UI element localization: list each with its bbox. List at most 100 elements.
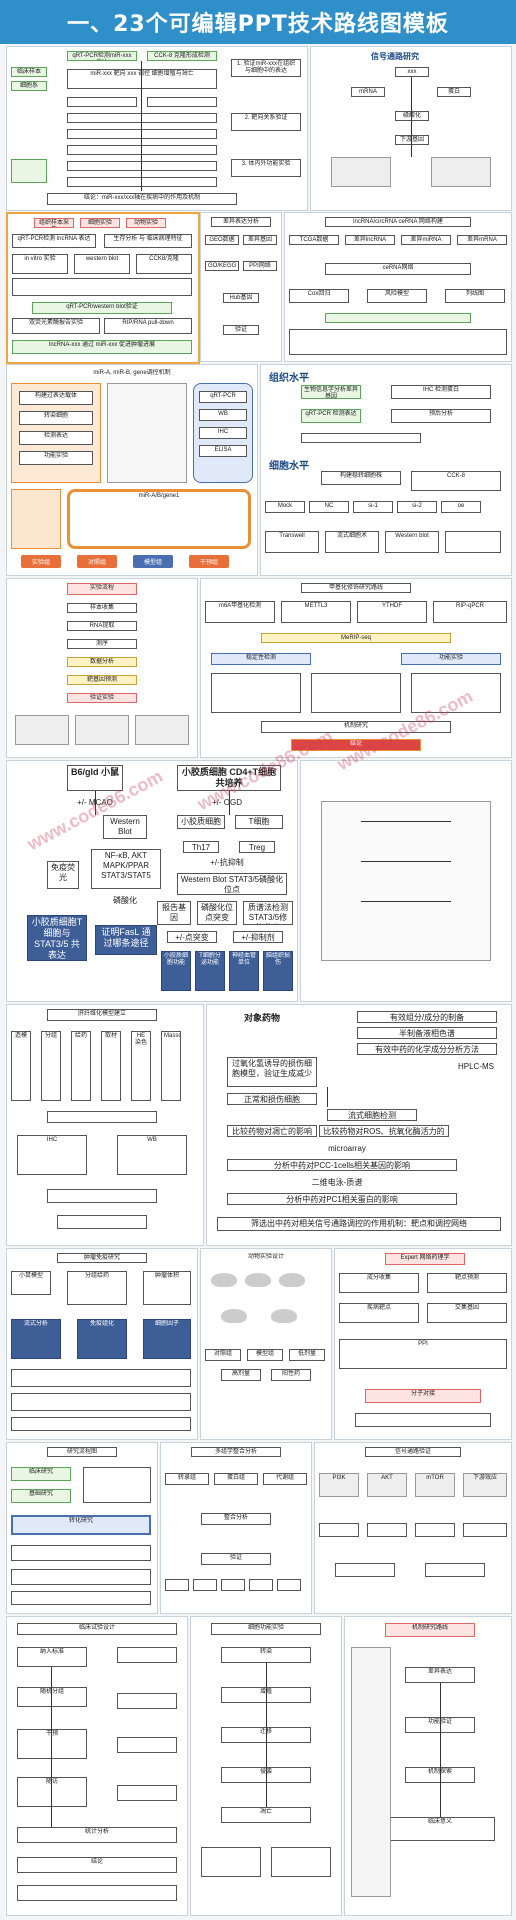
p14-group-1: 模型组: [247, 1349, 283, 1361]
p5-node-1: 差异lncRNA: [345, 235, 395, 245]
template-panel-17[interactable]: 多组学整合分析 转录组 蛋白组 代谢组 整合分析 验证: [160, 1442, 312, 1614]
p1-tag2: 细胞系: [11, 81, 47, 91]
p12-m4: 比较药物对凋亡的影响: [227, 1125, 317, 1137]
template-panel-12[interactable]: 对象药物 有效组分/成分的制备 半制备液相色谱 有效中药的化学成分分析方法 过氧…: [206, 1004, 512, 1246]
p1-note3: 3. 体内外功能实验: [231, 159, 301, 177]
p10-pathway: NF-κB, AKT MAPK/PPAR STAT3/STAT5: [91, 849, 161, 889]
p7-group-1: NC: [309, 501, 349, 513]
template-panel-10b[interactable]: [300, 760, 512, 1002]
template-panel-18[interactable]: 信号通路验证 PI3K AKT mTOR 下游效应: [314, 1442, 512, 1614]
p6-right-2: IHC: [199, 427, 247, 439]
p8-node-3: 数据分析: [67, 657, 137, 667]
p10b-block: [321, 801, 491, 961]
p17-grid-e: [277, 1579, 301, 1591]
p20-footer-a: [201, 1847, 261, 1877]
p1-flow-e: [67, 145, 217, 155]
p8-node-1: RNA提取: [67, 621, 137, 631]
p18-row-b: [367, 1523, 407, 1537]
p10-site: 磷酸化位点突变: [197, 901, 237, 925]
p15-node-0: 成分收集: [339, 1273, 419, 1293]
p17-node-0: 转录组: [165, 1473, 209, 1485]
mouse-icon: [271, 1309, 297, 1323]
p14-group-0: 对照组: [205, 1349, 241, 1361]
p16-node-0: 临床研究: [11, 1467, 71, 1481]
template-panel-7[interactable]: 组织水平 生物信息学分析差异基因 qRT-PCR 检测表达 IHC 检测蛋白 预…: [260, 364, 512, 576]
p11-title: 肝纤维化模型建立: [47, 1009, 157, 1021]
p10-th17: Th17: [183, 841, 219, 853]
template-panel-6[interactable]: miR-A, miR-B, gene调控机制 构建过表达载体 转染细胞 检测表达…: [6, 364, 258, 576]
mouse-icon: [211, 1273, 237, 1287]
template-panel-19[interactable]: 临床试验设计 纳入标准 随机分组 干预 随访 统计分析 结论: [6, 1616, 188, 1916]
p7-cell-5: [445, 531, 501, 553]
template-panel-20[interactable]: 细胞功能实验 转染 增殖 迁移 侵袭 凋亡: [190, 1616, 342, 1916]
p7-tissue-title: 组织水平: [269, 373, 309, 384]
p10-result1: 小胶质细胞T 细胞与 STAT3/5 共表达: [27, 915, 87, 961]
p10-top-left: B6/gld 小鼠: [67, 765, 123, 791]
p14-title: 动物实验设计: [221, 1253, 311, 1263]
template-panel-11[interactable]: 肝纤维化模型建立 造模 分组 给药 取材 HE染色 Masson IHC WB: [6, 1004, 204, 1246]
p18-bottom-b: [425, 1563, 485, 1577]
p9-node-8: 结论: [291, 739, 421, 751]
template-panel-8[interactable]: 实验流程 样本收集 RNA提取 测序 数据分析 靶基因预测 验证实验: [6, 578, 198, 758]
p12-m8: 分析中药对PC1相关蛋白的影响: [227, 1193, 457, 1205]
p9-node-1: METTL3: [281, 601, 351, 623]
template-panel-14[interactable]: 动物实验设计 对照组 模型组 低剂量 高剂量 阳性药: [200, 1248, 332, 1440]
template-panel-1[interactable]: qRT-PCR检测miR-xxx表达 CCK-8 克隆形成检测 临床样本 细胞系…: [6, 46, 308, 211]
p12-r3: 有效中药的化学成分分析方法: [357, 1043, 497, 1055]
p5-node-0: TCGA数据: [289, 235, 339, 245]
p2-cluster-a: [331, 157, 391, 187]
p8-bottom-b: [75, 715, 129, 745]
p10-wb2: Western Blot STAT3/5磷酸化位点: [177, 873, 287, 895]
p10-out2: T细胞分泌功能: [195, 951, 225, 991]
p20-node-4: 凋亡: [221, 1807, 311, 1823]
template-panel-10[interactable]: B6/gld 小鼠 小胶质细胞 CD4+T细胞共培养 +/- MCAO +/- …: [6, 760, 298, 1002]
p5-node-2: 差异miRNA: [401, 235, 451, 245]
p8-bottom-c: [135, 715, 189, 745]
p1-flow-a: [67, 97, 137, 107]
p8-bottom-a: [15, 715, 69, 745]
mouse-icon: [221, 1309, 247, 1323]
template-panel-9[interactable]: 甲基化修饰研究路线 m6A甲基化检测 METTL3 YTHDF RIP-qPCR…: [200, 578, 512, 758]
p10b-line-a: [361, 821, 451, 822]
p6-left-bottom: [11, 489, 61, 549]
template-panel-4[interactable]: 差异表达分析 GEO数据 差异基因 GO/KEGG PPI网络 Hub基因 验证: [200, 212, 282, 362]
template-panel-2[interactable]: 信号通路研究 xxx mRNA 蛋白 磷酸化 下游基因: [310, 46, 512, 211]
p11-bottom: [47, 1189, 157, 1203]
p15-node-4: PPI: [339, 1339, 507, 1369]
p18-row-c: [415, 1523, 455, 1537]
p14-group-2: 低剂量: [289, 1349, 325, 1361]
p1-top1: qRT-PCR检测miR-xxx表达: [67, 51, 137, 61]
template-panel-5[interactable]: lncRNA/circRNA ceRNA 网络构建 TCGA数据 差异lncRN…: [284, 212, 512, 362]
p3-right2: CCK8/克隆: [136, 254, 192, 274]
p6-legend-2: 模型组: [133, 555, 173, 568]
p1-connector: [141, 61, 142, 191]
p9-block-b: [311, 673, 401, 713]
p12-r1: 有效组分/成分的制备: [357, 1011, 497, 1023]
p8-node-2: 测序: [67, 639, 137, 649]
p7-cell-1: CCK-8: [411, 471, 501, 491]
p10-report: 报告基因: [157, 901, 191, 925]
p15-node-1: 靶点预测: [427, 1273, 507, 1293]
p6-heading: miR-A, miR-B, gene调控机制: [57, 369, 207, 379]
p2-node-0: xxx: [395, 67, 429, 77]
p16-node-2: 转化研究: [11, 1515, 151, 1535]
p9-node-0: m6A甲基化检测: [205, 601, 275, 623]
p19-node-3: 随访: [17, 1777, 87, 1807]
p13-node-5: 细胞因子: [143, 1319, 191, 1359]
p15-bottom: [355, 1413, 491, 1427]
p19-vline: [51, 1667, 52, 1827]
template-panel-15[interactable]: Expert 网络药理学 成分收集 靶点预测 疾病靶点 交集基因 PPI 分子对…: [334, 1248, 512, 1440]
p6-center: miR-A/B/gene1: [67, 489, 251, 549]
p7-cell-0: 构建稳转细胞株: [321, 471, 401, 485]
p16-title: 研究流程图: [47, 1447, 117, 1457]
p6-right-3: ELISA: [199, 445, 247, 457]
p1-bottom: 结论：miR-xxx/xxx轴在疾病中的作用及机制: [47, 193, 237, 205]
template-panel-13[interactable]: 肿瘤免疫研究 小鼠模型 分组给药 肿瘤体积 流式分析 免疫组化 细胞因子: [6, 1248, 198, 1440]
template-panel-21[interactable]: 机制研究路线 差异表达 功能验证 机制探索 临床意义: [344, 1616, 512, 1916]
template-panel-16[interactable]: 研究流程图 临床研究 基础研究 转化研究: [6, 1442, 158, 1614]
p5-node-3: 差异mRNA: [457, 235, 507, 245]
p11-node-5: Masson: [161, 1031, 181, 1101]
p20-node-0: 转染: [221, 1647, 311, 1663]
p4-node-1: 差异基因: [243, 235, 277, 245]
template-panel-3[interactable]: 组织样本采集 细胞实验 动物实验 qRT-PCR检测 lncRNA 表达 生存分…: [6, 212, 200, 364]
